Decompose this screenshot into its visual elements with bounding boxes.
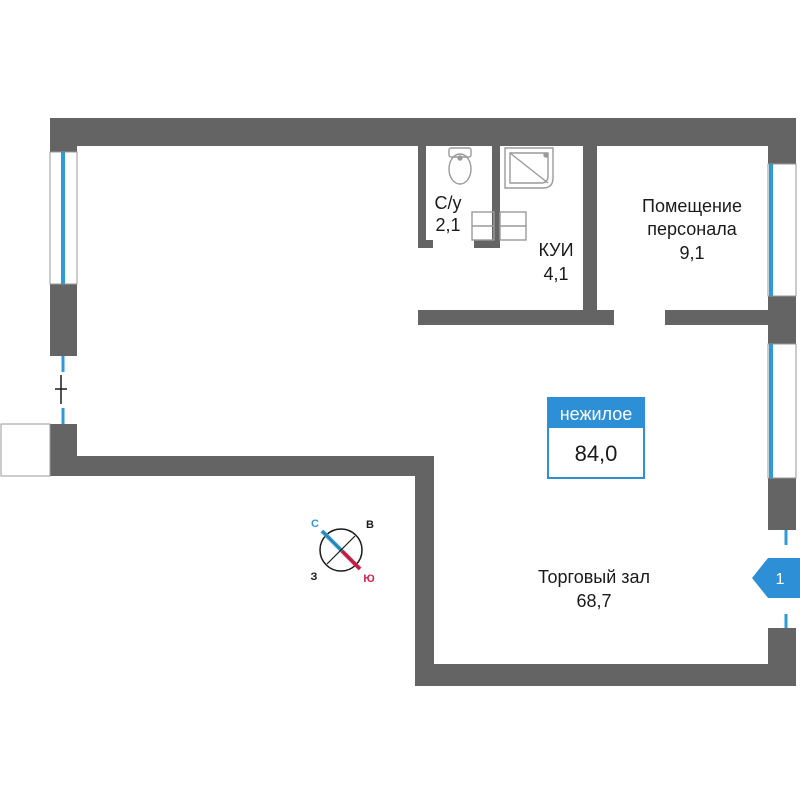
room-hall-area: 68,7 (576, 591, 611, 611)
room-staff-name-2: персонала (647, 219, 737, 239)
compass-icon: С В Ю З (311, 518, 375, 585)
wall-bottom-left (50, 456, 434, 476)
badge-area: 84,0 (575, 441, 618, 466)
wall-wc-kui (492, 146, 500, 246)
compass-north: С (311, 518, 319, 530)
wall-partition-left (418, 310, 614, 325)
compass-west: З (311, 571, 318, 583)
sink-icon-wc (471, 211, 495, 241)
wall-hall-left (415, 456, 434, 686)
compass-south: Ю (363, 573, 374, 585)
windows (49, 151, 797, 479)
wall-partition-right (665, 310, 768, 325)
badge-heading: нежилое (560, 404, 633, 424)
wall-right-mid (768, 296, 796, 344)
wall-wc-left-foot (418, 240, 433, 248)
area-badge: нежилое 84,0 (547, 397, 645, 479)
wall-wc-left (418, 146, 426, 246)
room-wc-area: 2,1 (435, 215, 460, 235)
room-staff-area: 9,1 (679, 243, 704, 263)
wall-right-bottom (768, 628, 796, 686)
room-staff-name-1: Помещение (642, 196, 742, 216)
wall-bottom (415, 664, 796, 686)
wall-right-low (768, 478, 796, 530)
wall-wc-kui-foot (474, 240, 500, 248)
room-kui-area: 4,1 (543, 264, 568, 284)
wall-left-upper (50, 118, 77, 152)
room-kui-name: КУИ (538, 240, 573, 260)
wall-staff-left (583, 146, 597, 312)
entrance-number: 1 (776, 571, 785, 588)
wall-left-mid (50, 284, 77, 356)
compass-east: В (366, 519, 374, 531)
sink-icon-kui (499, 211, 527, 241)
vestibule-box (0, 423, 51, 477)
walls (50, 118, 796, 686)
shower-icon (504, 147, 554, 189)
wall-top (50, 118, 796, 146)
left-opening (0, 356, 67, 477)
room-hall-name: Торговый зал (538, 567, 650, 587)
toilet-icon (448, 147, 472, 185)
room-wc-name: С/у (435, 193, 462, 213)
wall-right-top (768, 118, 796, 164)
entrance-marker[interactable]: 1 (752, 558, 800, 598)
